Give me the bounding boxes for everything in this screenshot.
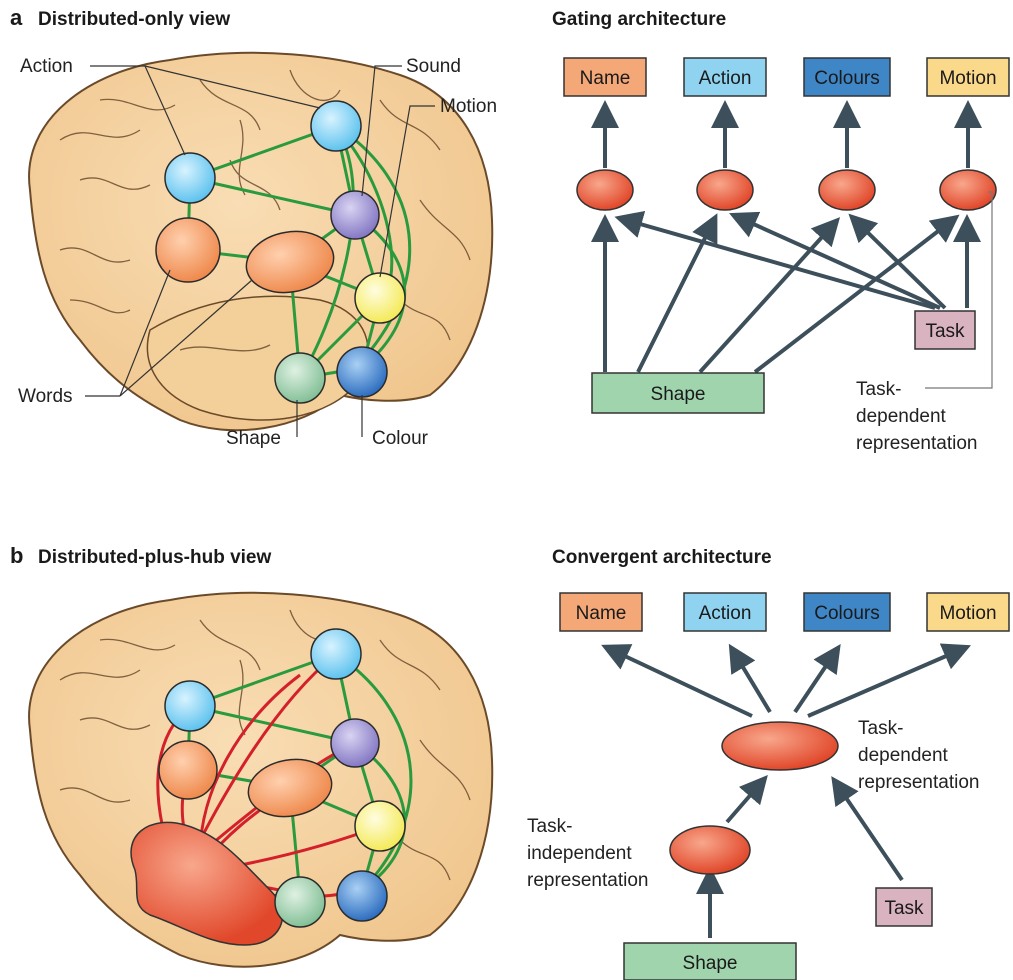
panel-a-letter: a [10,5,23,30]
b-motion-node [354,800,406,852]
conv-colours-box [803,592,891,632]
label-shape: Shape [226,428,281,449]
conv-name-box [559,592,643,632]
b-colour-node [336,870,388,922]
conv-shape-box [623,942,797,980]
b-words-node-temporal [247,758,333,818]
conv-task-independent-line3: representation [527,870,648,891]
gating-task-dependent-line3: representation [856,433,977,454]
words-node-temporal [245,230,335,294]
gating-motion-label: Motion [939,68,996,89]
b-shape-node [274,876,326,928]
b-action-node-lower [164,680,216,732]
gating-task-dependent-line2: dependent [856,406,947,427]
gating-name-label: Name [580,68,631,89]
conv-task-independent-line1: Task- [527,816,572,837]
conv-action-box [683,592,767,632]
conv-task-dependent-line2: dependent [858,745,949,766]
gating-action-label: Action [699,68,752,89]
panel-a-title: Distributed-only view [38,9,230,30]
gating-colours-box [803,57,891,97]
sound-node [330,190,380,240]
shape-node [274,352,326,404]
gating-motion-box [926,57,1010,97]
panel-b-letter: b [10,543,23,568]
gating-shape-box [591,372,765,414]
label-colour: Colour [372,428,429,449]
label-words: Words [18,386,73,407]
conv-colours-label: Colours [814,603,879,624]
gating-colours-label: Colours [814,68,879,89]
label-sound: Sound [406,56,461,77]
brain-b [28,591,494,968]
panel-b-title: Distributed-plus-hub view [38,547,272,568]
action-node-upper [310,100,362,152]
conv-task-dependent-line3: representation [858,772,979,793]
conv-task-dependent-node [721,721,839,771]
action-node-lower [164,152,216,204]
conv-task-box [875,887,933,927]
conv-motion-box [926,592,1010,632]
b-sound-node [330,718,380,768]
motion-node [354,272,406,324]
conv-task-dependent-line1: Task- [858,718,903,739]
gating-task-box [914,310,976,350]
conv-task-independent-line2: independent [527,843,632,864]
conv-name-label: Name [576,603,627,624]
conv-task-independent-node [669,825,751,875]
gating-title: Gating architecture [552,9,726,30]
b-action-node-upper [310,628,362,680]
gating-shape-label: Shape [651,384,706,405]
words-node [155,217,221,283]
gating-architecture: Name Action Colours Motion T [563,57,1010,454]
gating-node-name [576,169,634,211]
b-words-node [158,740,218,800]
colour-node [336,346,388,398]
convergent-title: Convergent architecture [552,547,772,568]
conv-action-label: Action [699,603,752,624]
gating-node-action [696,169,754,211]
gating-action-box [683,57,767,97]
brain-a: Action Sound Motion Words Shape Colour [18,51,497,449]
conv-task-label: Task [884,898,924,919]
gating-name-box [563,57,647,97]
gating-task-dependent-line1: Task- [856,379,901,400]
label-motion: Motion [440,96,497,117]
label-action: Action [20,56,73,77]
gating-node-colours [818,169,876,211]
gating-node-motion [939,169,997,211]
gating-task-label: Task [925,321,965,342]
convergent-architecture: Name Action Colours Motion Task Shape Ta… [527,592,1010,980]
conv-shape-label: Shape [683,953,738,974]
conv-motion-label: Motion [939,603,996,624]
